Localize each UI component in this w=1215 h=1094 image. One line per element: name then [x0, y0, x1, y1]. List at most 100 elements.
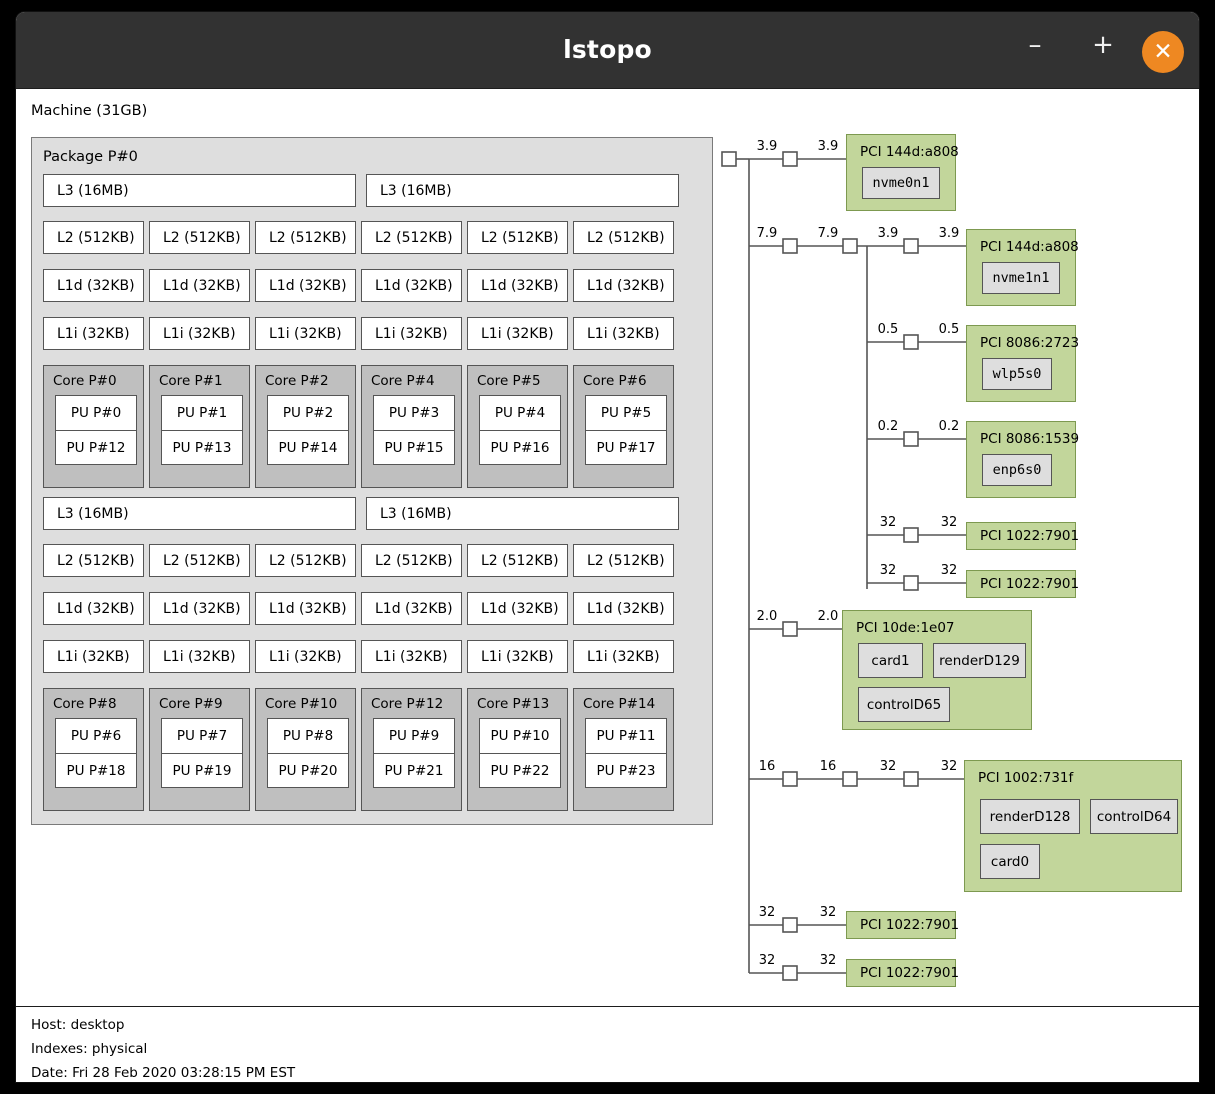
- pci-device-box: PCI 1022:7901: [966, 570, 1080, 598]
- os-device-box: renderD129: [933, 643, 1026, 678]
- cache-l1d: L1d (32KB): [467, 592, 568, 625]
- maximize-button[interactable]: +: [1092, 30, 1114, 60]
- os-device-box: nvme0n1: [862, 167, 940, 199]
- cache-l2: L2 (512KB): [43, 221, 144, 254]
- cache-l1d: L1d (32KB): [573, 592, 674, 625]
- link-bandwidth-label: 0.5: [878, 322, 899, 337]
- cache-l1i: L1i (32KB): [467, 640, 568, 673]
- pu-box: PU P#1: [162, 396, 242, 430]
- os-device-box: nvme1n1: [982, 262, 1060, 294]
- cache-l2: L2 (512KB): [467, 544, 568, 577]
- cache-l1d: L1d (32KB): [573, 269, 674, 302]
- core-label: Core P#2: [265, 373, 329, 389]
- cache-l1i: L1i (32KB): [361, 640, 462, 673]
- pci-device-label: PCI 1022:7901: [980, 576, 1080, 592]
- os-device-box: controlD64: [1090, 799, 1178, 834]
- link-bandwidth-label: 3.9: [757, 139, 778, 154]
- footer-bar: Host: desktop Indexes: physical Date: Fr…: [16, 1006, 1199, 1082]
- link-bandwidth-label: 0.5: [939, 322, 960, 337]
- cache-l1d: L1d (32KB): [361, 269, 462, 302]
- cache-l2: L2 (512KB): [255, 221, 356, 254]
- link-bandwidth-label: 32: [941, 759, 958, 774]
- pu-box: PU P#3: [374, 396, 454, 430]
- cache-l1i: L1i (32KB): [467, 317, 568, 350]
- minimize-button[interactable]: –: [1028, 30, 1042, 60]
- package-label: Package P#0: [43, 149, 138, 165]
- pu-box: PU P#10: [480, 719, 560, 753]
- cache-l1d: L1d (32KB): [149, 269, 250, 302]
- cache-l1d: L1d (32KB): [467, 269, 568, 302]
- pu-box: PU P#23: [586, 753, 666, 787]
- pu-box: PU P#18: [56, 753, 136, 787]
- core-label: Core P#6: [583, 373, 647, 389]
- core-label: Core P#1: [159, 373, 223, 389]
- cache-l2: L2 (512KB): [43, 544, 144, 577]
- link-bandwidth-label: 3.9: [818, 139, 839, 154]
- os-device-box: renderD128: [980, 799, 1080, 834]
- core-label: Core P#14: [583, 696, 656, 712]
- pci-device-box: PCI 1002:731f renderD128 controlD64 card0: [964, 760, 1182, 892]
- pu-box: PU P#4: [480, 396, 560, 430]
- close-icon[interactable]: ✕: [1142, 31, 1184, 73]
- link-bandwidth-label: 32: [941, 515, 958, 530]
- cache-l1d: L1d (32KB): [255, 269, 356, 302]
- pci-device-label: PCI 144d:a808: [980, 239, 1079, 255]
- pci-device-box: PCI 1022:7901: [966, 522, 1080, 550]
- link-bandwidth-label: 32: [941, 563, 958, 578]
- pci-device-label: PCI 1002:731f: [978, 770, 1074, 786]
- cache-l2: L2 (512KB): [573, 221, 674, 254]
- cache-l1i: L1i (32KB): [573, 640, 674, 673]
- core-label: Core P#13: [477, 696, 550, 712]
- pci-device-label: PCI 1022:7901: [980, 528, 1080, 544]
- link-bandwidth-label: 2.0: [757, 609, 778, 624]
- cache-l3: L3 (16MB): [43, 497, 356, 530]
- link-bandwidth-label: 0.2: [939, 419, 960, 434]
- package-box: Package P#0 L3 (16MB)L3 (16MB)L2 (512KB)…: [31, 137, 713, 825]
- os-device-box: enp6s0: [982, 454, 1052, 486]
- pci-device-box: PCI 144d:a808 nvme1n1: [966, 229, 1079, 306]
- link-bandwidth-label: 32: [759, 953, 776, 968]
- cache-l1i: L1i (32KB): [255, 640, 356, 673]
- pu-box: PU P#15: [374, 430, 454, 464]
- pu-box: PU P#17: [586, 430, 666, 464]
- link-bandwidth-label: 32: [759, 905, 776, 920]
- cache-l1d: L1d (32KB): [43, 592, 144, 625]
- cache-l2: L2 (512KB): [361, 221, 462, 254]
- cache-l2: L2 (512KB): [467, 221, 568, 254]
- core-label: Core P#0: [53, 373, 117, 389]
- os-device-box: card1: [858, 643, 923, 678]
- pu-box: PU P#11: [586, 719, 666, 753]
- pu-box: PU P#7: [162, 719, 242, 753]
- pci-device-label: PCI 1022:7901: [860, 917, 960, 933]
- pci-device-label: PCI 8086:1539: [980, 431, 1080, 447]
- cache-l2: L2 (512KB): [149, 544, 250, 577]
- cache-l1i: L1i (32KB): [149, 640, 250, 673]
- link-bandwidth-label: 32: [880, 563, 897, 578]
- link-bandwidth-label: 2.0: [818, 609, 839, 624]
- pu-box: PU P#2: [268, 396, 348, 430]
- pu-box: PU P#21: [374, 753, 454, 787]
- cache-l1i: L1i (32KB): [43, 317, 144, 350]
- os-device-box: card0: [980, 844, 1040, 879]
- lstopo-window: lstopo – + ✕ Machine (31GB) Package P#0 …: [16, 12, 1199, 1082]
- cache-l2: L2 (512KB): [361, 544, 462, 577]
- topology-canvas: Machine (31GB) Package P#0 L3 (16MB)L3 (…: [16, 88, 1199, 1006]
- pu-box: PU P#9: [374, 719, 454, 753]
- core-label: Core P#12: [371, 696, 444, 712]
- pu-box: PU P#19: [162, 753, 242, 787]
- pu-box: PU P#6: [56, 719, 136, 753]
- pu-box: PU P#12: [56, 430, 136, 464]
